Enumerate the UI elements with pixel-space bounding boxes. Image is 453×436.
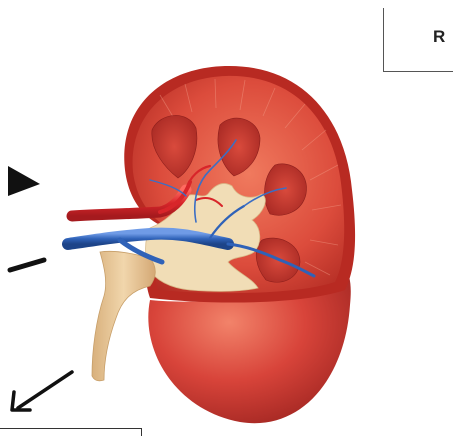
label-box-bottom-left-line — [0, 428, 142, 429]
pointer-middle-line — [10, 260, 44, 270]
pointer-top-arrow-head — [8, 166, 40, 196]
label-box-bottom-left-tick — [141, 428, 142, 436]
pointer-bottom-arrow — [12, 372, 72, 410]
label-box-text: R — [433, 27, 445, 47]
ureter — [92, 251, 155, 381]
